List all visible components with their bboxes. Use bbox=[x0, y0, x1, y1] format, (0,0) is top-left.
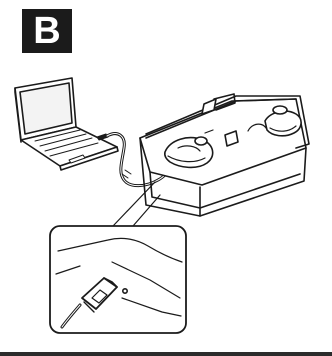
earbud-left-icon bbox=[163, 129, 214, 169]
inset-detail bbox=[49, 225, 187, 334]
step-label: B bbox=[22, 9, 72, 53]
bottom-rule bbox=[0, 352, 332, 356]
earbud-right-icon bbox=[247, 105, 302, 137]
usb-plug-icon bbox=[60, 277, 118, 329]
laptop-icon bbox=[14, 77, 119, 171]
